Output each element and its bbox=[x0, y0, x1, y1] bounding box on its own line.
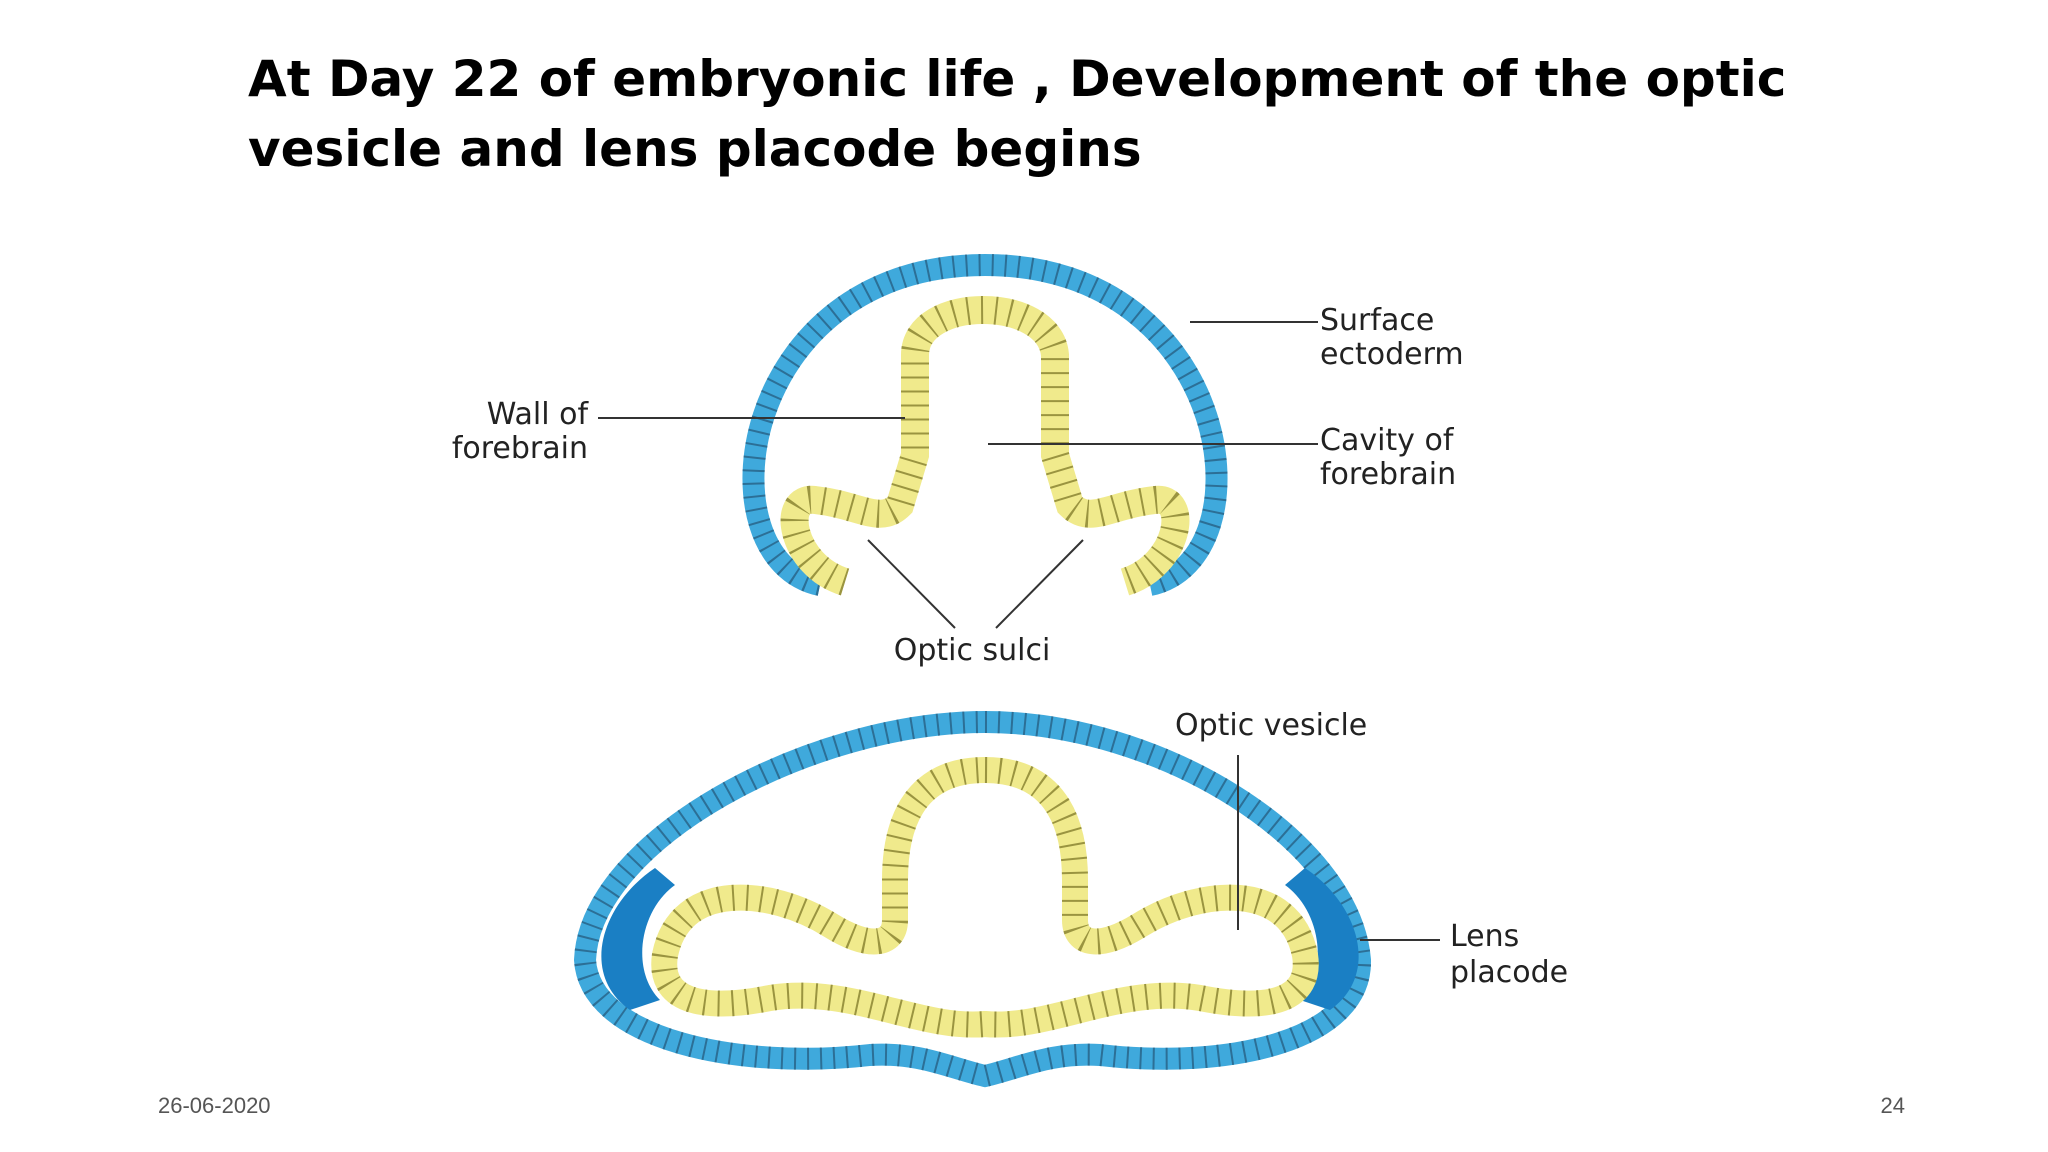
lens-placode-right bbox=[1285, 868, 1359, 1010]
top-forebrain-wall-cells bbox=[780, 296, 1190, 596]
bottom-forebrain-cells bbox=[651, 756, 1319, 1038]
label-optic-sulci: Optic sulci bbox=[894, 633, 1051, 668]
top-forebrain-wall bbox=[780, 296, 1190, 596]
top-stage-diagram bbox=[742, 253, 1228, 596]
label-surface-ectoderm-line2: ectoderm bbox=[1320, 337, 1464, 372]
bottom-stage-diagram bbox=[573, 710, 1372, 1088]
bottom-forebrain-with-optic-vesicles bbox=[651, 756, 1319, 1038]
label-cavity-of-forebrain-line1: Cavity of bbox=[1320, 423, 1455, 458]
slide-date: 26-06-2020 bbox=[158, 1093, 271, 1118]
label-wall-of-forebrain-line2: forebrain bbox=[452, 431, 588, 466]
slide-title: At Day 22 of embryonic life , Developmen… bbox=[248, 50, 1787, 178]
label-lens-placode-line2: placode bbox=[1450, 955, 1568, 990]
label-wall-of-forebrain-line1: Wall of bbox=[487, 397, 590, 432]
label-optic-vesicle: Optic vesicle bbox=[1175, 708, 1367, 743]
slide-page-number: 24 bbox=[1880, 1093, 1905, 1118]
leader-optic-sulci-right bbox=[995, 539, 1084, 629]
lens-placode-left bbox=[601, 868, 675, 1010]
label-cavity-of-forebrain-line2: forebrain bbox=[1320, 457, 1456, 492]
label-surface-ectoderm-line1: Surface bbox=[1320, 303, 1434, 338]
bottom-surface-ectoderm bbox=[573, 710, 1372, 1088]
leader-optic-sulci-left bbox=[867, 539, 956, 629]
label-lens-placode-line1: Lens bbox=[1450, 919, 1519, 954]
top-surface-ectoderm-cells bbox=[742, 253, 1228, 596]
